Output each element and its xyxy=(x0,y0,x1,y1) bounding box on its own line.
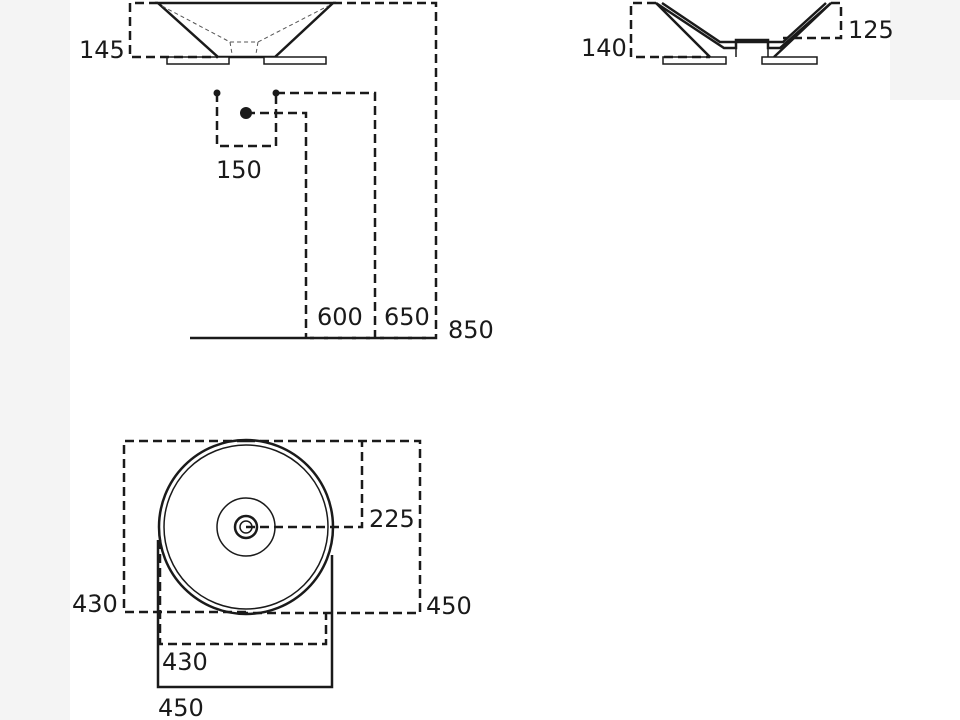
dim-line-145 xyxy=(128,1,218,59)
waste-hidden-line xyxy=(229,41,259,55)
label-plan-depth-outer: 450 xyxy=(426,592,472,620)
label-supply-height: 650 xyxy=(384,303,430,331)
plan-view xyxy=(122,438,422,689)
dim-line-650 xyxy=(276,91,377,338)
section-waste xyxy=(735,48,769,57)
basin-inner-hidden-line xyxy=(161,5,329,43)
section-outer-outline xyxy=(655,1,832,50)
side-view xyxy=(128,1,438,340)
dim-line-430-depth xyxy=(122,439,246,614)
label-section-inner-height: 125 xyxy=(848,16,894,44)
connections xyxy=(190,89,436,340)
section-inner-outline xyxy=(661,1,827,44)
label-section-height: 140 xyxy=(581,34,627,62)
countertop-right xyxy=(263,56,327,65)
label-waste-height: 600 xyxy=(317,303,363,331)
dim-line-450-width xyxy=(156,540,334,689)
label-side-view-height: 145 xyxy=(79,36,125,64)
basin-rim-inner xyxy=(163,444,329,610)
label-plan-depth-inner: 430 xyxy=(72,590,118,618)
dim-line-150 xyxy=(215,93,278,148)
countertop-left xyxy=(166,56,230,65)
left-margin-shade xyxy=(0,0,70,720)
section-legs xyxy=(655,2,832,58)
basin-side-outline xyxy=(154,1,337,59)
dim-line-850 xyxy=(300,1,438,340)
label-plan-width-outer: 450 xyxy=(158,694,204,720)
dim-line-430-width xyxy=(158,540,328,646)
waste-outlet-outer xyxy=(233,514,259,540)
label-waste-width: 150 xyxy=(216,156,262,184)
dim-line-600 xyxy=(246,111,308,338)
label-overall-height: 850 xyxy=(448,316,494,344)
label-plan-center-offset: 225 xyxy=(369,505,415,533)
label-plan-width-inner: 430 xyxy=(162,648,208,676)
dim-line-225 xyxy=(246,441,364,529)
dim-line-125 xyxy=(783,1,843,40)
dim-line-140 xyxy=(629,1,710,59)
right-margin-shade xyxy=(890,0,960,100)
dim-line-450-depth xyxy=(246,439,422,615)
section-countertop-right xyxy=(761,56,818,65)
section-view xyxy=(629,1,843,65)
